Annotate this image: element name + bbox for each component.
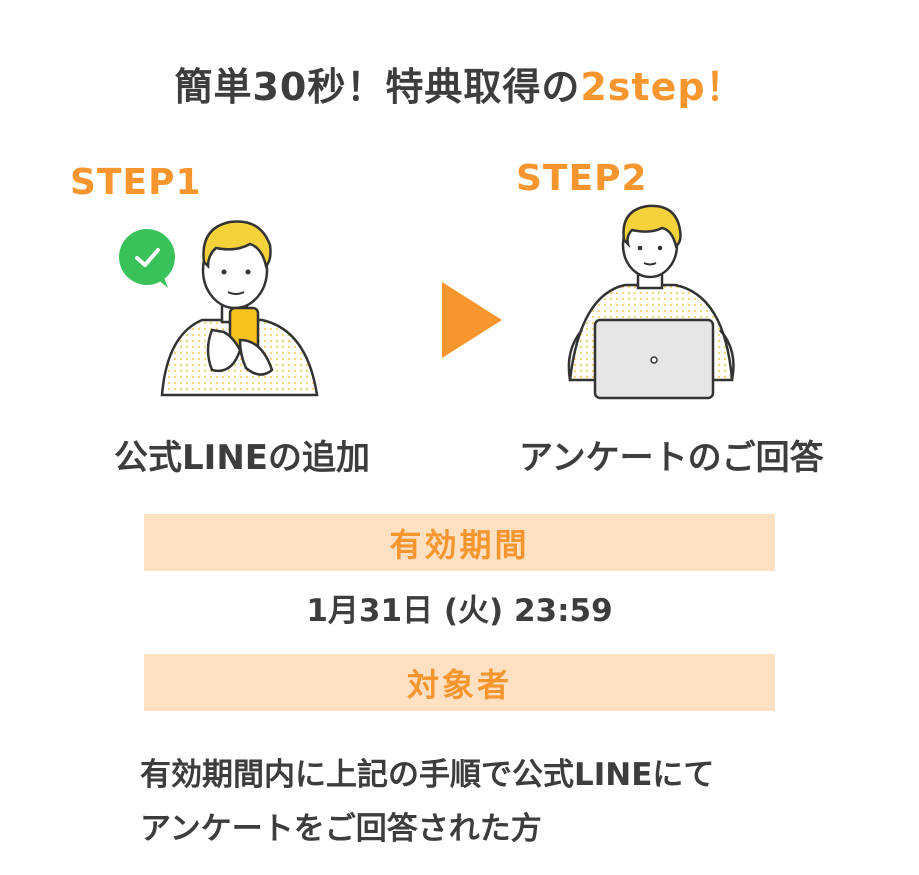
- target-description: 有効期間内に上記の手順で公式LINEにて アンケートをご回答された方: [140, 748, 860, 856]
- period-heading: 有効期間: [144, 514, 775, 571]
- person-with-laptop-icon: [567, 204, 735, 400]
- target-line: 有効期間内に上記の手順で公式LINEにて: [140, 757, 715, 793]
- period-value: 1月31日 (火) 23:59: [306, 593, 613, 629]
- page-title: 簡単30秒！特典取得の2step！: [0, 56, 919, 111]
- step1-caption: 公式LINEの追加: [114, 438, 370, 478]
- step2-label: STEP2: [516, 158, 648, 199]
- step1-label: STEP1: [70, 162, 202, 203]
- target-line: アンケートをご回答された方: [140, 811, 542, 847]
- title-main: 簡単30秒！特典取得の: [174, 65, 581, 109]
- step2-caption: アンケートのご回答: [519, 438, 824, 478]
- target-heading: 対象者: [144, 654, 775, 711]
- play-arrow-icon: [442, 282, 502, 358]
- title-accent: 2step！: [580, 65, 745, 109]
- person-with-phone-icon: [119, 220, 319, 397]
- line-check-icon: [119, 229, 175, 288]
